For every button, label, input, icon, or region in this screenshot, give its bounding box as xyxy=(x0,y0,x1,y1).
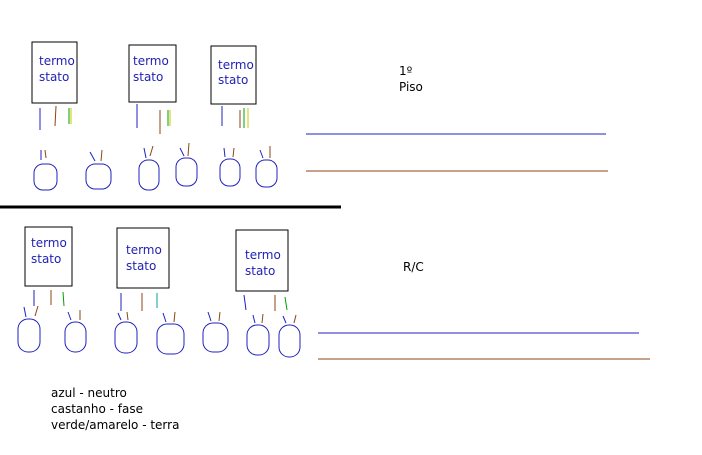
floor-label-first-line1: 1º xyxy=(399,64,413,78)
thermostat-upper-3: termo stato xyxy=(210,45,257,128)
floor-label-ground: R/C xyxy=(403,260,424,274)
thermostat-ground-3: termo stato xyxy=(235,229,289,311)
earth-wire xyxy=(284,296,288,311)
legend-item-neutral: azul - neutro xyxy=(51,386,127,400)
socket xyxy=(114,311,138,354)
thermostat-label-line2: stato xyxy=(218,73,248,87)
phase-wire xyxy=(54,105,57,127)
socket xyxy=(156,311,185,355)
thermostat-label-line1: termo xyxy=(31,236,67,250)
sockets-ground xyxy=(17,305,301,358)
legend-item-phase: castanho - fase xyxy=(51,402,143,416)
legend: azul - neutro castanho - fase verde/amar… xyxy=(51,386,179,432)
thermostat-label-line1: termo xyxy=(126,243,162,257)
thermostat-label-line2: stato xyxy=(245,264,275,278)
thermostat-upper-2: termo stato xyxy=(128,44,177,134)
socket xyxy=(246,313,270,356)
thermostat-label-line2: stato xyxy=(39,70,69,84)
thermostat-label-line2: stato xyxy=(133,70,163,84)
legend-item-earth: verde/amarelo - terra xyxy=(51,418,179,432)
thermostat-label-line1: termo xyxy=(218,58,254,72)
socket xyxy=(33,149,58,191)
socket xyxy=(64,310,87,353)
thermostat-upper-1: termo stato xyxy=(31,41,78,130)
sockets-upper xyxy=(33,142,278,191)
floor-label-first-line2: Piso xyxy=(399,80,423,94)
socket xyxy=(202,311,229,353)
socket xyxy=(17,305,41,353)
socket xyxy=(138,145,160,191)
thermostat-label-line1: termo xyxy=(39,54,75,68)
socket xyxy=(278,314,301,358)
neutral-wire xyxy=(243,294,247,311)
thermostat-label-line1: termo xyxy=(245,248,281,262)
socket xyxy=(255,146,278,188)
thermostat-label-line1: termo xyxy=(133,54,169,68)
socket xyxy=(175,142,198,187)
thermostat-ground-2: termo stato xyxy=(116,227,170,311)
thermostat-label-line2: stato xyxy=(126,259,156,273)
socket xyxy=(219,147,241,187)
thermostat-label-line2: stato xyxy=(31,252,61,266)
thermostat-ground-1: termo stato xyxy=(24,226,73,307)
earth-wire xyxy=(62,291,65,307)
socket xyxy=(85,149,112,190)
